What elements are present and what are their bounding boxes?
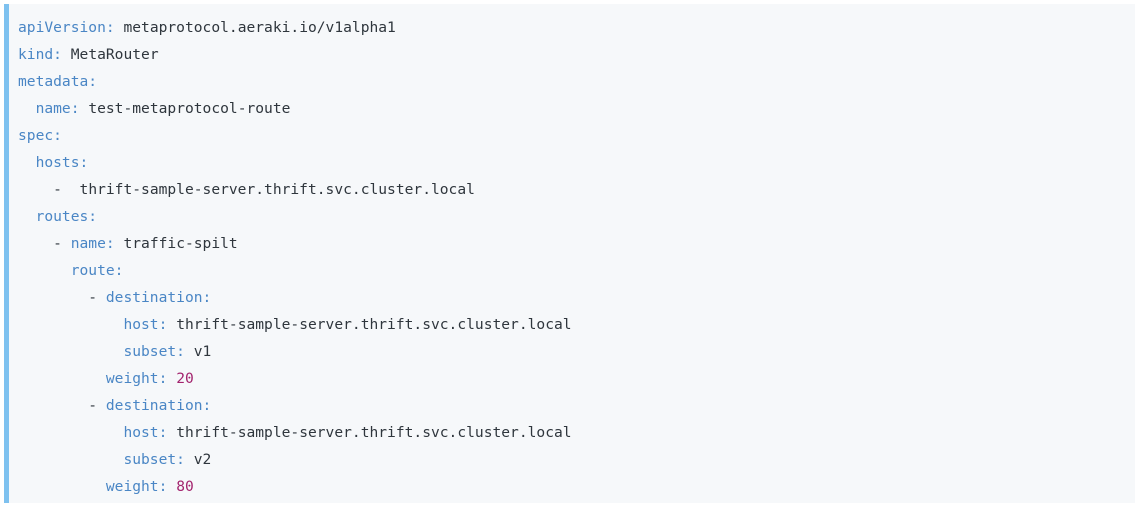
yaml-key: destination [105, 397, 203, 414]
yaml-space [185, 343, 194, 360]
yaml-colon: : [70, 100, 80, 117]
yaml-space [80, 100, 89, 117]
yaml-string-value: metaprotocol.aeraki.io/v1alpha1 [123, 19, 396, 36]
code-lines-container: apiVersion: metaprotocol.aeraki.io/v1alp… [9, 4, 1135, 503]
code-line: weight: 80 [18, 473, 1135, 500]
yaml-key: name [35, 100, 71, 117]
line-indent [18, 154, 36, 171]
code-line: hosts: [18, 149, 1135, 176]
line-indent [18, 208, 36, 225]
code-line: host: thrift-sample-server.thrift.svc.cl… [18, 419, 1135, 446]
code-line: apiVersion: metaprotocol.aeraki.io/v1alp… [18, 14, 1135, 41]
code-line: subset: v2 [18, 446, 1135, 473]
list-dash: - [88, 397, 106, 414]
yaml-colon: : [202, 397, 212, 414]
yaml-space [167, 424, 176, 441]
yaml-colon: : [53, 127, 62, 144]
yaml-colon: : [176, 451, 185, 468]
list-dash: - [53, 235, 71, 252]
yaml-string-value: thrift-sample-server.thrift.svc.cluster.… [79, 181, 475, 198]
yaml-key: metadata [18, 73, 89, 90]
yaml-key: routes [35, 208, 89, 225]
code-line: weight: 20 [18, 365, 1135, 392]
code-line: kind: MetaRouter [18, 41, 1135, 68]
code-line: routes: [18, 203, 1135, 230]
code-line: - thrift-sample-server.thrift.svc.cluste… [18, 176, 1135, 203]
line-indent [18, 451, 123, 468]
yaml-string-value: thrift-sample-server.thrift.svc.cluster.… [176, 316, 572, 333]
code-line: subset: v1 [18, 338, 1135, 365]
code-line: metadata: [18, 68, 1135, 95]
yaml-colon: : [79, 154, 89, 171]
yaml-key: destination [105, 289, 203, 306]
code-line: - destination: [18, 284, 1135, 311]
yaml-key: apiVersion [18, 19, 106, 36]
line-indent [18, 397, 88, 414]
yaml-space [167, 478, 176, 495]
yaml-colon: : [158, 370, 168, 387]
yaml-key: hosts [35, 154, 80, 171]
code-line: - destination: [18, 392, 1135, 419]
yaml-key: route [70, 262, 115, 279]
yaml-colon: : [176, 343, 185, 360]
yaml-number-value: 80 [176, 478, 194, 495]
yaml-key: spec [18, 127, 54, 144]
yaml-colon: : [105, 235, 115, 252]
yaml-string-value: traffic-spilt [123, 235, 238, 252]
line-indent [18, 100, 36, 117]
yaml-string-value: v1 [193, 343, 212, 360]
yaml-colon: : [202, 289, 212, 306]
code-line: spec: [18, 122, 1135, 149]
yaml-key: weight [105, 370, 159, 387]
yaml-string-value: MetaRouter [70, 46, 159, 63]
yaml-number-value: 20 [176, 370, 194, 387]
yaml-key: name [70, 235, 106, 252]
line-indent [18, 424, 123, 441]
yaml-space [167, 316, 176, 333]
code-line: route: [18, 257, 1135, 284]
yaml-colon: : [88, 73, 98, 90]
yaml-space [71, 181, 80, 198]
code-line: - name: traffic-spilt [18, 230, 1135, 257]
code-line: host: thrift-sample-server.thrift.svc.cl… [18, 311, 1135, 338]
line-indent [18, 262, 71, 279]
yaml-key: subset [123, 451, 177, 468]
list-dash: - [88, 289, 106, 306]
line-indent [18, 289, 88, 306]
yaml-colon: : [158, 478, 168, 495]
yaml-colon: : [53, 46, 62, 63]
yaml-key: kind [18, 46, 54, 63]
yaml-string-value: test-metaprotocol-route [88, 100, 291, 117]
line-indent [18, 316, 123, 333]
yaml-key: subset [123, 343, 177, 360]
yaml-colon: : [158, 424, 168, 441]
yaml-space [167, 370, 176, 387]
code-line: name: test-metaprotocol-route [18, 95, 1135, 122]
yaml-space [62, 46, 71, 63]
yaml-code-block[interactable]: apiVersion: metaprotocol.aeraki.io/v1alp… [4, 4, 1135, 503]
yaml-key: host [123, 316, 159, 333]
line-indent [18, 235, 53, 252]
line-indent [18, 370, 106, 387]
list-dash: - [53, 181, 71, 198]
yaml-string-value: v2 [193, 451, 212, 468]
yaml-key: host [123, 424, 159, 441]
yaml-colon: : [105, 19, 115, 36]
line-indent [18, 478, 106, 495]
yaml-space [185, 451, 194, 468]
yaml-colon: : [158, 316, 168, 333]
yaml-string-value: thrift-sample-server.thrift.svc.cluster.… [176, 424, 572, 441]
line-indent [18, 181, 53, 198]
line-indent [18, 343, 123, 360]
yaml-colon: : [88, 208, 98, 225]
yaml-colon: : [114, 262, 124, 279]
yaml-key: weight [105, 478, 159, 495]
